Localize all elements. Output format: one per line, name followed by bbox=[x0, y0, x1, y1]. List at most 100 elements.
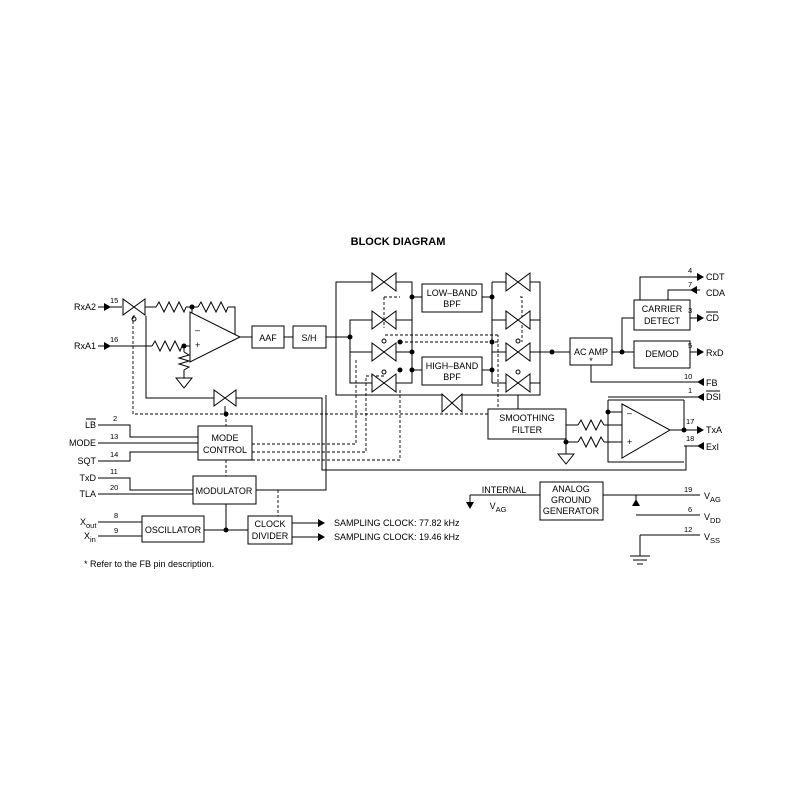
svg-text:FILTER: FILTER bbox=[512, 425, 543, 435]
op-amps: – + – + bbox=[189, 311, 672, 459]
ground-icon bbox=[174, 377, 194, 389]
svg-text:AAF: AAF bbox=[259, 333, 277, 343]
pin-xin-label: Xin bbox=[84, 531, 96, 544]
pin-tla-number: 20 bbox=[110, 483, 118, 492]
modulator-block: MODULATOR bbox=[192, 475, 257, 505]
clock-output-2: SAMPLING CLOCK: 19.46 kHz bbox=[334, 532, 460, 542]
pin-rxa2-label: RxA2 bbox=[74, 302, 96, 312]
pin-rxa1-label: RxA1 bbox=[74, 341, 96, 351]
pin-mode-label: MODE bbox=[69, 438, 96, 448]
svg-text:HIGH–BAND: HIGH–BAND bbox=[426, 361, 479, 371]
pin-dsi-label: DSI bbox=[706, 392, 721, 402]
switch-c-icon bbox=[441, 392, 463, 414]
functional-blocks: AAF S/H LOW–BAND BPF HIGH–BAND BPF AC AM… bbox=[141, 283, 691, 545]
internal-vag-symbol: VAG bbox=[490, 501, 507, 514]
pin-rxd-label: RxD bbox=[706, 348, 724, 358]
svg-text:–: – bbox=[195, 325, 200, 335]
clock-divider-block: CLOCK DIVIDER bbox=[247, 515, 293, 545]
pin-cdt-number: 4 bbox=[688, 266, 692, 275]
junction-dots bbox=[181, 294, 687, 533]
svg-text:DIVIDER: DIVIDER bbox=[252, 531, 289, 541]
svg-text:GROUND: GROUND bbox=[551, 495, 591, 505]
low-band-bpf-block: LOW–BAND BPF bbox=[421, 283, 483, 313]
pin-rxd-number: 5 bbox=[688, 341, 692, 350]
pin-sqt-label: SQT bbox=[77, 456, 96, 466]
smoothing-filter-block: SMOOTHING FILTER bbox=[487, 408, 567, 440]
resistor-bias bbox=[177, 351, 191, 371]
resistor-input-rxa2 bbox=[155, 300, 187, 314]
signal-wires bbox=[98, 276, 700, 556]
ground-icon bbox=[556, 453, 576, 465]
switch-b3-icon bbox=[505, 338, 531, 362]
pin-vss-label: VSS bbox=[704, 532, 720, 545]
pin-fb-label: FB bbox=[706, 378, 718, 388]
ground-icon bbox=[630, 555, 650, 565]
svg-text:SMOOTHING: SMOOTHING bbox=[499, 413, 555, 423]
pin-lb-label: LB bbox=[85, 420, 96, 430]
svg-text:OSCILLATOR: OSCILLATOR bbox=[145, 525, 202, 535]
analog-ground-generator-block: ANALOG GROUND GENERATOR bbox=[539, 481, 604, 521]
analog-switches bbox=[122, 272, 531, 414]
svg-text:S/H: S/H bbox=[301, 333, 316, 343]
pin-exi-label: ExI bbox=[706, 442, 719, 452]
switch-transmit-icon bbox=[213, 389, 237, 414]
resistor-smoothing-out bbox=[577, 418, 605, 432]
pin-vag-number: 19 bbox=[684, 485, 692, 494]
pin-xout-label: Xout bbox=[80, 517, 97, 530]
switch-b1-icon bbox=[505, 272, 531, 292]
right-pins: 4 CDT 7 CDA 3 CD 5 RxD 10 FB 1 DSI 17 Tx… bbox=[684, 266, 725, 545]
svg-text:CARRIER: CARRIER bbox=[642, 304, 683, 314]
pin-vss-number: 12 bbox=[684, 525, 692, 534]
resistor-input-rxa1 bbox=[151, 339, 183, 353]
pin-cd-label: CD bbox=[706, 313, 719, 323]
ac-amp-block: AC AMP * bbox=[569, 337, 613, 366]
svg-text:BPF: BPF bbox=[443, 372, 461, 382]
pin-rxa2-number: 15 bbox=[110, 296, 118, 305]
svg-text:ANALOG: ANALOG bbox=[552, 484, 590, 494]
internal-vag-label: INTERNAL bbox=[482, 485, 527, 495]
pin-vdd-label: VDD bbox=[704, 512, 721, 525]
svg-text:AC AMP: AC AMP bbox=[574, 347, 608, 357]
pin-sqt-number: 14 bbox=[110, 450, 118, 459]
resistor-feedback bbox=[197, 300, 229, 314]
high-band-bpf-block: HIGH–BAND BPF bbox=[421, 356, 483, 386]
svg-text:DEMOD: DEMOD bbox=[645, 349, 679, 359]
svg-text:CLOCK: CLOCK bbox=[254, 519, 285, 529]
svg-text:GENERATOR: GENERATOR bbox=[543, 506, 600, 516]
pin-tla-label: TLA bbox=[79, 489, 96, 499]
pin-txd-label: TxD bbox=[80, 473, 97, 483]
pin-rxa1-number: 16 bbox=[110, 335, 118, 344]
pin-vdd-number: 6 bbox=[688, 505, 692, 514]
left-pins: RxA2 15 RxA1 16 LB 2 MODE 13 SQT 14 TxD … bbox=[69, 296, 118, 544]
svg-text:–: – bbox=[627, 408, 632, 418]
switch-a1-icon bbox=[371, 272, 397, 292]
svg-text:+: + bbox=[627, 437, 632, 447]
pin-cda-label: CDA bbox=[706, 288, 725, 298]
svg-text:CONTROL: CONTROL bbox=[203, 445, 247, 455]
svg-text:BPF: BPF bbox=[443, 299, 461, 309]
svg-text:LOW–BAND: LOW–BAND bbox=[427, 288, 478, 298]
pin-dsi-number: 1 bbox=[688, 386, 692, 395]
pin-txa-number: 17 bbox=[686, 417, 694, 426]
control-wires bbox=[132, 296, 523, 516]
resistor-exi bbox=[577, 435, 605, 449]
svg-text:DETECT: DETECT bbox=[644, 316, 681, 326]
svg-text:+: + bbox=[195, 340, 200, 350]
mode-control-block: MODE CONTROL bbox=[197, 425, 253, 461]
pin-mode-number: 13 bbox=[110, 432, 118, 441]
op-amp-transmit bbox=[621, 403, 672, 459]
pin-xin-number: 9 bbox=[114, 526, 118, 535]
oscillator-block: OSCILLATOR bbox=[141, 515, 205, 543]
switch-b4-icon bbox=[505, 369, 531, 393]
pin-txa-label: TxA bbox=[706, 425, 722, 435]
carrier-detect-block: CARRIER DETECT bbox=[633, 299, 691, 331]
resistors bbox=[151, 300, 605, 449]
pin-fb-number: 10 bbox=[684, 372, 692, 381]
pin-lb-number: 2 bbox=[113, 414, 117, 423]
sample-hold-block: S/H bbox=[292, 325, 327, 349]
svg-text:MODULATOR: MODULATOR bbox=[196, 486, 253, 496]
demod-block: DEMOD bbox=[633, 340, 691, 369]
ground-symbols bbox=[174, 377, 650, 565]
switch-a4-icon bbox=[371, 369, 397, 393]
svg-text:*: * bbox=[589, 356, 593, 366]
